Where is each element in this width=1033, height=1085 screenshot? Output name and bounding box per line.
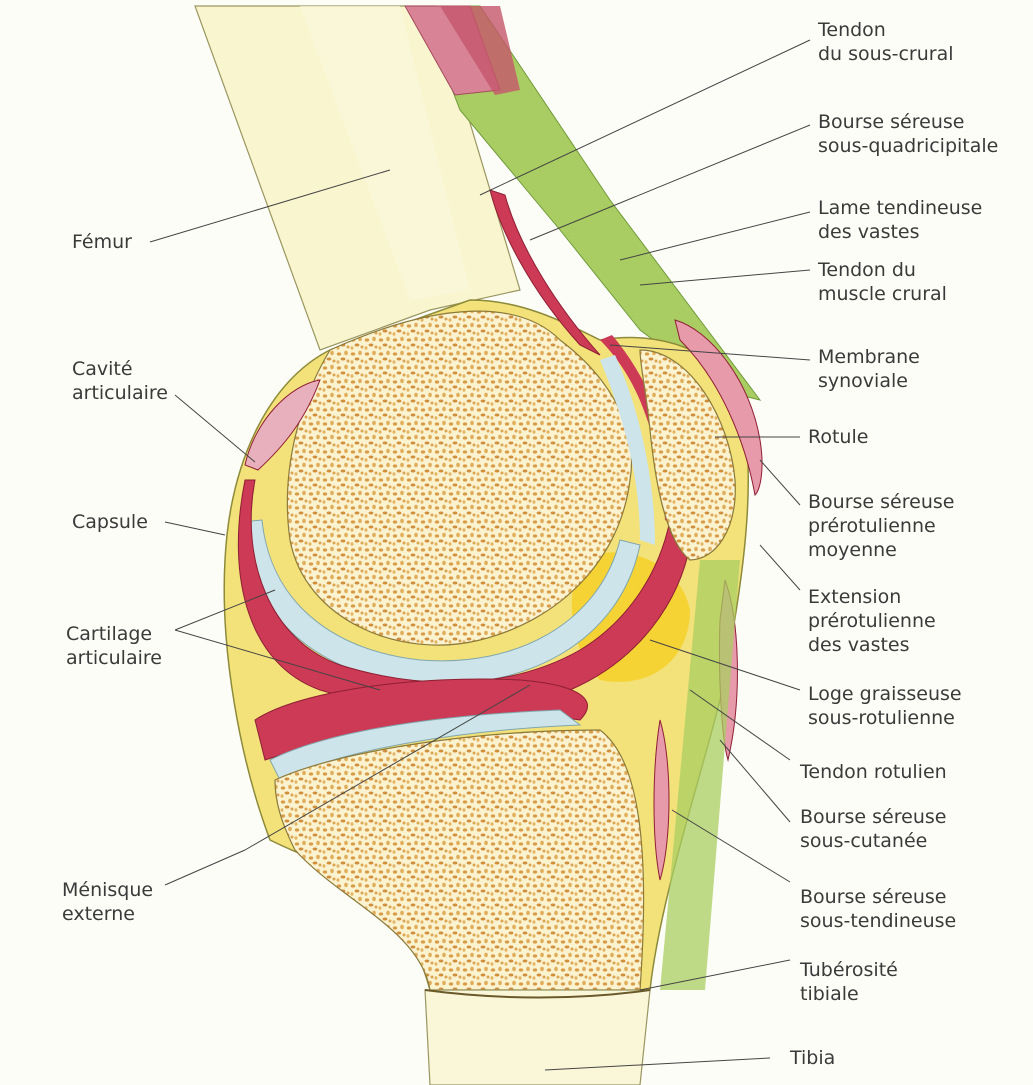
label-bourse-sous-cutanee: Bourse séreuse sous-cutanée [800,805,946,853]
label-tendon-muscle-crural: Tendon du muscle crural [818,258,947,306]
label-line: Ménisque [62,878,153,902]
label-line: sous-tendineuse [800,909,956,933]
label-line: du sous-crural [818,42,954,66]
label-loge-graisseuse: Loge graisseuse sous-rotulienne [808,682,962,730]
label-line: Fémur [72,230,132,254]
leader-bourse-prerotulienne [760,460,800,505]
label-cavite-articulaire: Cavité articulaire [72,357,168,405]
label-line: prérotulienne [808,514,954,538]
label-line: Membrane [818,345,920,369]
leader-extension [760,545,800,590]
label-line: Lame tendineuse [818,196,982,220]
label-line: Loge graisseuse [808,682,962,706]
label-line: synoviale [818,369,920,393]
label-femur: Fémur [72,230,132,254]
leader-menisque-1 [165,850,245,885]
label-line: Capsule [72,510,148,534]
tibia-shaft [425,990,650,1085]
label-lame-tendineuse: Lame tendineuse des vastes [818,196,982,244]
label-line: Tubérosité [800,958,898,982]
label-menisque-externe: Ménisque externe [62,878,153,926]
leader-cavite [175,395,255,462]
label-tuberosite-tibiale: Tubérosité tibiale [800,958,898,1006]
label-line: Extension [808,585,936,609]
label-line: des vastes [808,633,936,657]
label-line: articulaire [66,646,162,670]
label-line: Bourse séreuse [800,805,946,829]
label-line: sous-cutanée [800,829,946,853]
label-line: Tibia [790,1046,835,1070]
label-cartilage-articulaire: Cartilage articulaire [66,622,162,670]
label-membrane-synoviale: Membrane synoviale [818,345,920,393]
label-line: Tendon [818,18,954,42]
leader-capsule [165,522,225,535]
label-line: Bourse séreuse [818,110,998,134]
label-bourse-prerotulienne: Bourse séreuse prérotulienne moyenne [808,490,954,562]
label-line: des vastes [818,220,982,244]
label-tendon-sous-crural: Tendon du sous-crural [818,18,954,66]
label-line: sous-quadricipitale [818,134,998,158]
label-line: Bourse séreuse [808,490,954,514]
label-line: Tendon du [818,258,947,282]
label-line: Tendon rotulien [800,760,947,784]
label-extension-prerotulienne: Extension prérotulienne des vastes [808,585,936,657]
label-line: articulaire [72,381,168,405]
label-line: muscle crural [818,282,947,306]
label-capsule: Capsule [72,510,148,534]
label-line: moyenne [808,538,954,562]
tibial-epiphysis [275,730,644,990]
leader-lame-tendineuse [620,212,810,260]
label-tibia: Tibia [790,1046,835,1070]
label-line: sous-rotulienne [808,706,962,730]
label-line: externe [62,902,153,926]
label-line: Cavité [72,357,168,381]
label-bourse-sous-tendineuse: Bourse séreuse sous-tendineuse [800,885,956,933]
label-line: Rotule [808,425,868,449]
label-line: Bourse séreuse [800,885,956,909]
label-line: prérotulienne [808,609,936,633]
label-tendon-rotulien: Tendon rotulien [800,760,947,784]
label-rotule: Rotule [808,425,868,449]
label-line: tibiale [800,982,898,1006]
label-bourse-sous-quadricipitale: Bourse séreuse sous-quadricipitale [818,110,998,158]
label-line: Cartilage [66,622,162,646]
